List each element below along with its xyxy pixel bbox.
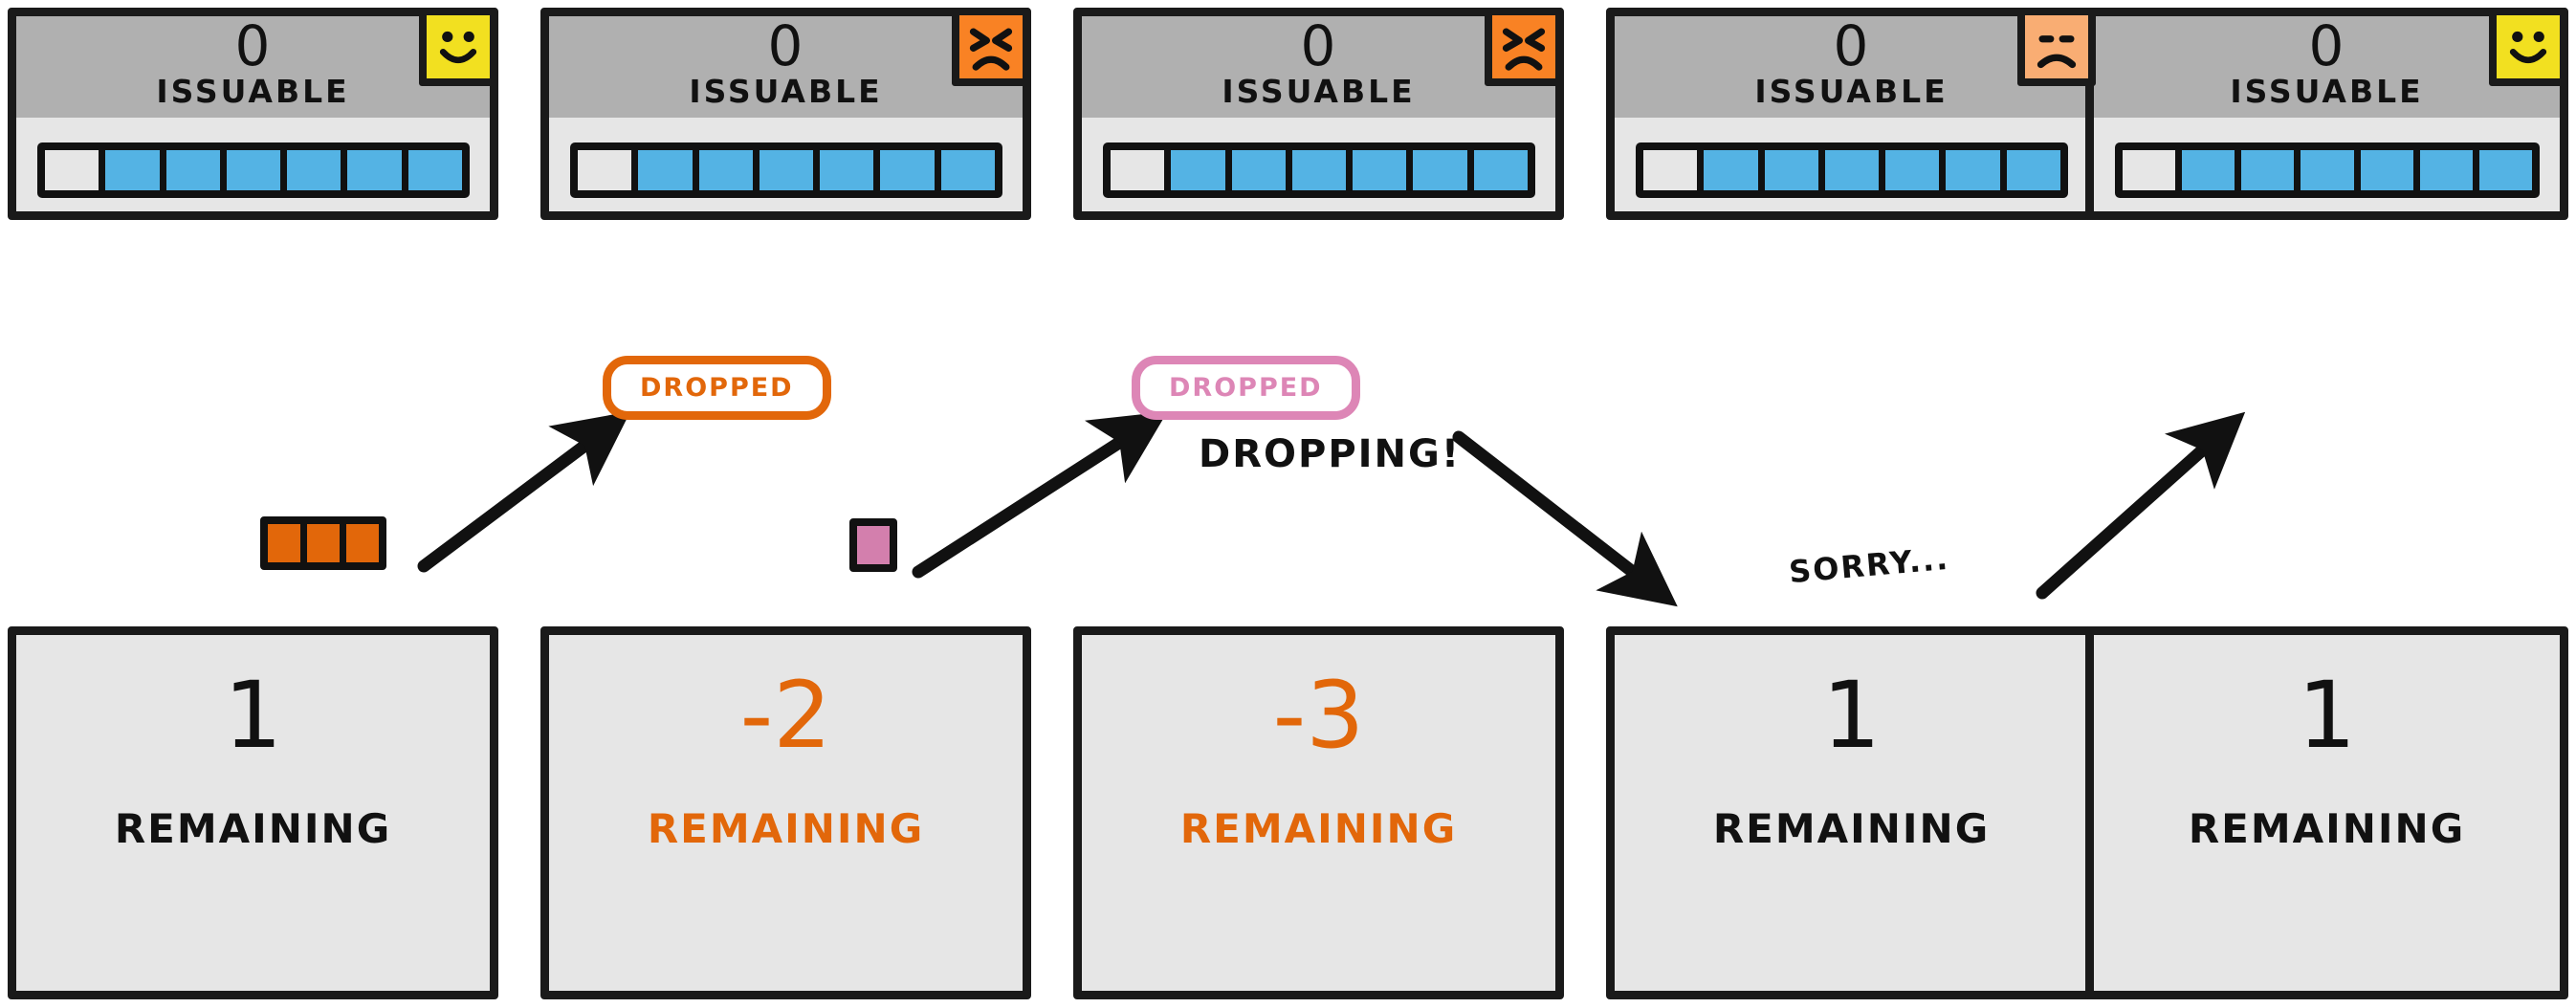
happy-face-icon	[2489, 8, 2567, 86]
bar-cell-filled	[1413, 150, 1474, 190]
arrow-dropping-to-panel4	[1452, 430, 1678, 607]
dropped-badge-pink: DROPPED	[1132, 356, 1360, 420]
remaining-value: -2	[739, 662, 832, 769]
bar-cell-filled	[2419, 150, 2479, 190]
bar-cell-filled	[1231, 150, 1292, 190]
remaining-box-1[interactable]: 1 REMAINING	[8, 626, 498, 999]
dropping-label: DROPPING!	[1199, 432, 1462, 476]
bar-cell-filled	[1353, 150, 1414, 190]
pink-chip	[857, 526, 890, 564]
bar-cell-filled	[1946, 150, 2007, 190]
bar-cell-filled	[226, 150, 288, 190]
bar-cell-filled	[105, 150, 166, 190]
bar-cell-filled	[165, 150, 227, 190]
issuable-progress-bar	[37, 142, 470, 198]
bar-cell-filled	[698, 150, 760, 190]
dropped-badge-orange: DROPPED	[603, 356, 831, 420]
issuable-count: 0	[1833, 13, 1870, 78]
issuable-count: 0	[2308, 13, 2345, 78]
bar-cell-empty	[1643, 150, 1705, 190]
issuable-label: ISSUABLE	[1222, 73, 1416, 110]
neutral-sad-face-icon	[2017, 8, 2096, 86]
issuable-progress-bar	[2115, 142, 2540, 198]
panel-header	[1615, 16, 2088, 118]
issuable-count: 0	[767, 13, 804, 78]
issuable-count: 0	[1300, 13, 1337, 78]
orange-chip	[307, 524, 346, 562]
bar-cell-filled	[1824, 150, 1886, 190]
remaining-box-2[interactable]: -2 REMAINING	[540, 626, 1031, 999]
bar-cell-filled	[2301, 150, 2361, 190]
panel-header	[549, 16, 1023, 118]
bar-cell-filled	[940, 150, 995, 190]
happy-face-icon	[419, 8, 497, 86]
sorry-label: SORRY...	[1787, 539, 1951, 591]
bar-cell-filled	[1885, 150, 1947, 190]
panel-header	[2094, 16, 2560, 118]
issuable-label: ISSUABLE	[156, 73, 350, 110]
orange-chip-group	[260, 516, 386, 570]
bar-cell-filled	[759, 150, 821, 190]
bar-cell-filled	[638, 150, 699, 190]
remaining-value: 1	[2297, 662, 2357, 769]
arrow-sorry-to-panel5	[2036, 411, 2246, 600]
issuable-panel-3[interactable]: 0 ISSUABLE	[1073, 8, 1564, 220]
arrow-chip-to-panel3	[912, 411, 1168, 579]
bar-cell-filled	[407, 150, 462, 190]
remaining-box-5[interactable]: 1 REMAINING	[2085, 626, 2568, 999]
issuable-label: ISSUABLE	[1754, 73, 1949, 110]
bar-cell-filled	[2006, 150, 2060, 190]
issuable-progress-bar	[1103, 142, 1535, 198]
issuable-label: ISSUABLE	[689, 73, 883, 110]
bar-cell-filled	[1171, 150, 1232, 190]
bar-cell-empty	[1111, 150, 1172, 190]
bar-cell-filled	[1704, 150, 1765, 190]
bar-cell-filled	[1291, 150, 1354, 190]
remaining-label: REMAINING	[647, 805, 925, 852]
issuable-panel-2[interactable]: 0 ISSUABLE	[540, 8, 1031, 220]
remaining-value: -3	[1272, 662, 1365, 769]
issuable-progress-bar	[1636, 142, 2068, 198]
orange-chip	[346, 524, 379, 562]
remaining-label: REMAINING	[2188, 805, 2466, 852]
remaining-label: REMAINING	[114, 805, 392, 852]
bar-cell-filled	[1473, 150, 1528, 190]
issuable-panel-5[interactable]: 0 ISSUABLE	[2085, 8, 2568, 220]
remaining-box-4[interactable]: 1 REMAINING	[1606, 626, 2097, 999]
bar-cell-filled	[2478, 150, 2532, 190]
issuable-progress-bar	[570, 142, 1002, 198]
remaining-box-3[interactable]: -3 REMAINING	[1073, 626, 1564, 999]
arrow-chips-to-panel2	[417, 411, 631, 573]
remaining-label: REMAINING	[1179, 805, 1458, 852]
bar-cell-empty	[578, 150, 639, 190]
bar-cell-filled	[880, 150, 941, 190]
issuable-panel-4[interactable]: 0 ISSUABLE	[1606, 8, 2097, 220]
bar-cell-filled	[287, 150, 348, 190]
pink-chip-group	[849, 518, 897, 572]
bar-cell-filled	[347, 150, 408, 190]
bar-cell-filled	[820, 150, 881, 190]
bar-cell-filled	[2360, 150, 2420, 190]
remaining-value: 1	[223, 662, 283, 769]
bar-cell-filled	[2182, 150, 2242, 190]
angry-face-icon	[952, 8, 1030, 86]
remaining-value: 1	[1821, 662, 1882, 769]
issuable-label: ISSUABLE	[2230, 73, 2424, 110]
issuable-count: 0	[234, 13, 272, 78]
bar-cell-empty	[2123, 150, 2183, 190]
orange-chip	[268, 524, 307, 562]
bar-cell-filled	[1764, 150, 1825, 190]
angry-face-icon	[1485, 8, 1563, 86]
issuable-panel-1[interactable]: 0 ISSUABLE	[8, 8, 498, 220]
remaining-label: REMAINING	[1712, 805, 1991, 852]
panel-header	[16, 16, 490, 118]
panel-header	[1082, 16, 1555, 118]
bar-cell-empty	[45, 150, 106, 190]
bar-cell-filled	[2241, 150, 2301, 190]
